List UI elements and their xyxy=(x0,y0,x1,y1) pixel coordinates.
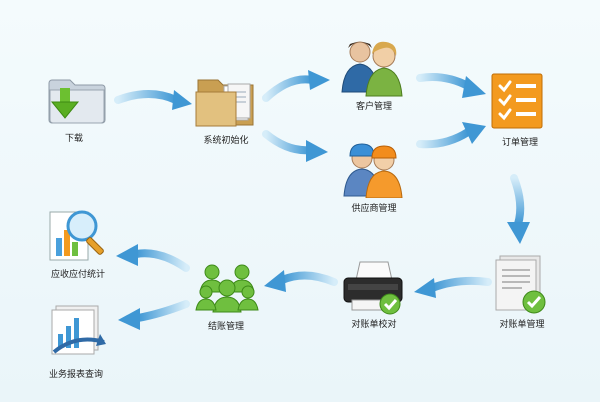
node-label-download: 下载 xyxy=(64,134,84,144)
folder-download-icon[interactable] xyxy=(46,70,108,128)
arrow-supplier-to-order xyxy=(416,122,486,149)
arrow-init-to-supplier xyxy=(262,130,328,162)
arrow-statement-to-verify xyxy=(414,276,492,298)
node-label-customer: 客户管理 xyxy=(355,102,393,112)
node-label-supplier: 供应商管理 xyxy=(351,204,397,214)
chart-magnifier-icon[interactable] xyxy=(46,204,112,266)
folder-documents-icon[interactable] xyxy=(194,72,258,130)
node-label-order: 订单管理 xyxy=(501,138,539,148)
arrow-init-to-customer xyxy=(262,70,330,102)
node-label-report: 业务报表查询 xyxy=(48,370,104,380)
printer-check-icon[interactable] xyxy=(338,258,408,316)
workers-icon[interactable] xyxy=(342,138,406,198)
group-icon[interactable] xyxy=(194,262,262,316)
document-check-icon[interactable] xyxy=(490,254,550,316)
node-label-settlement: 结账管理 xyxy=(207,322,245,332)
node-label-statement: 对账单管理 xyxy=(499,320,545,330)
node-label-verify: 对账单校对 xyxy=(351,320,397,330)
arrow-verify-to-settlement xyxy=(264,270,338,292)
checklist-icon[interactable] xyxy=(488,70,548,132)
arrow-customer-to-order xyxy=(416,73,486,98)
arrow-settlement-to-receivable xyxy=(116,244,190,272)
node-label-init: 系统初始化 xyxy=(203,136,249,146)
arrow-settlement-to-report xyxy=(118,300,190,330)
arrow-order-to-statement xyxy=(507,174,530,244)
arrow-download-to-init xyxy=(114,90,192,110)
report-chart-icon[interactable] xyxy=(46,304,108,362)
node-label-receivable: 应收应付统计 xyxy=(50,270,106,280)
customers-icon[interactable] xyxy=(340,36,408,98)
